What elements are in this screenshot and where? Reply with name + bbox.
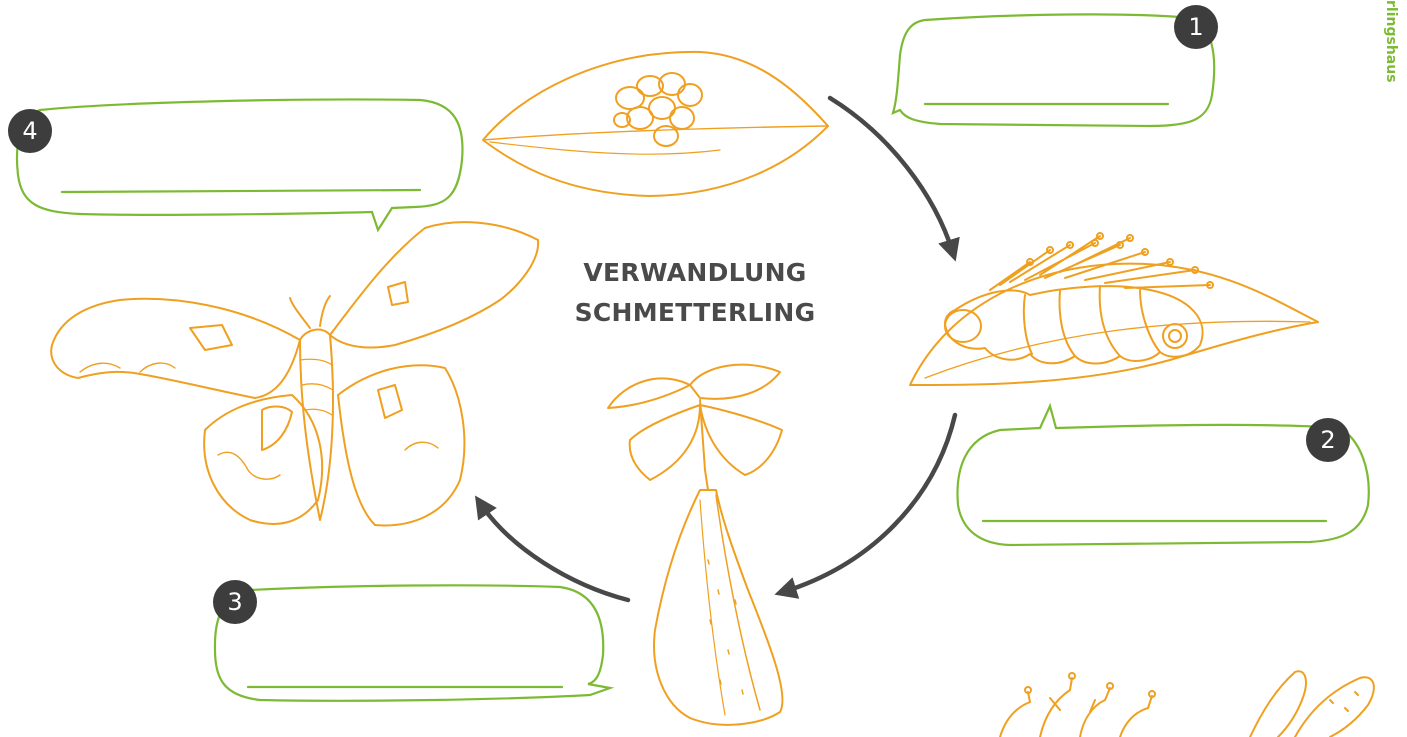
stage-number-badge-4: 4 bbox=[8, 109, 52, 153]
flower-and-butterfly-decoration bbox=[1000, 671, 1374, 737]
stage-number-badge-1: 1 bbox=[1174, 5, 1218, 49]
stage-number-badge-2: 2 bbox=[1306, 418, 1350, 462]
speech-bubble-2 bbox=[957, 406, 1368, 545]
cycle-arrows bbox=[480, 98, 955, 600]
speech-bubble-3 bbox=[215, 585, 610, 700]
arrow-caterpillar-to-chrysalis bbox=[783, 415, 955, 592]
speech-bubble-4 bbox=[17, 99, 463, 230]
caterpillar-on-leaf-illustration bbox=[910, 233, 1318, 385]
diagram-title-line-1: VERWANDLUNG bbox=[545, 258, 845, 287]
eggs-on-leaf-illustration bbox=[483, 52, 828, 196]
chrysalis-illustration bbox=[608, 365, 782, 725]
stage-number-badge-3: 3 bbox=[213, 580, 257, 624]
arrow-eggs-to-caterpillar bbox=[830, 98, 953, 253]
moth-illustration bbox=[51, 222, 538, 525]
brand-text-fragment: rlingshaus bbox=[1383, 0, 1399, 83]
speech-bubble-1 bbox=[893, 14, 1214, 126]
diagram-title-line-2: SCHMETTERLING bbox=[545, 298, 845, 327]
